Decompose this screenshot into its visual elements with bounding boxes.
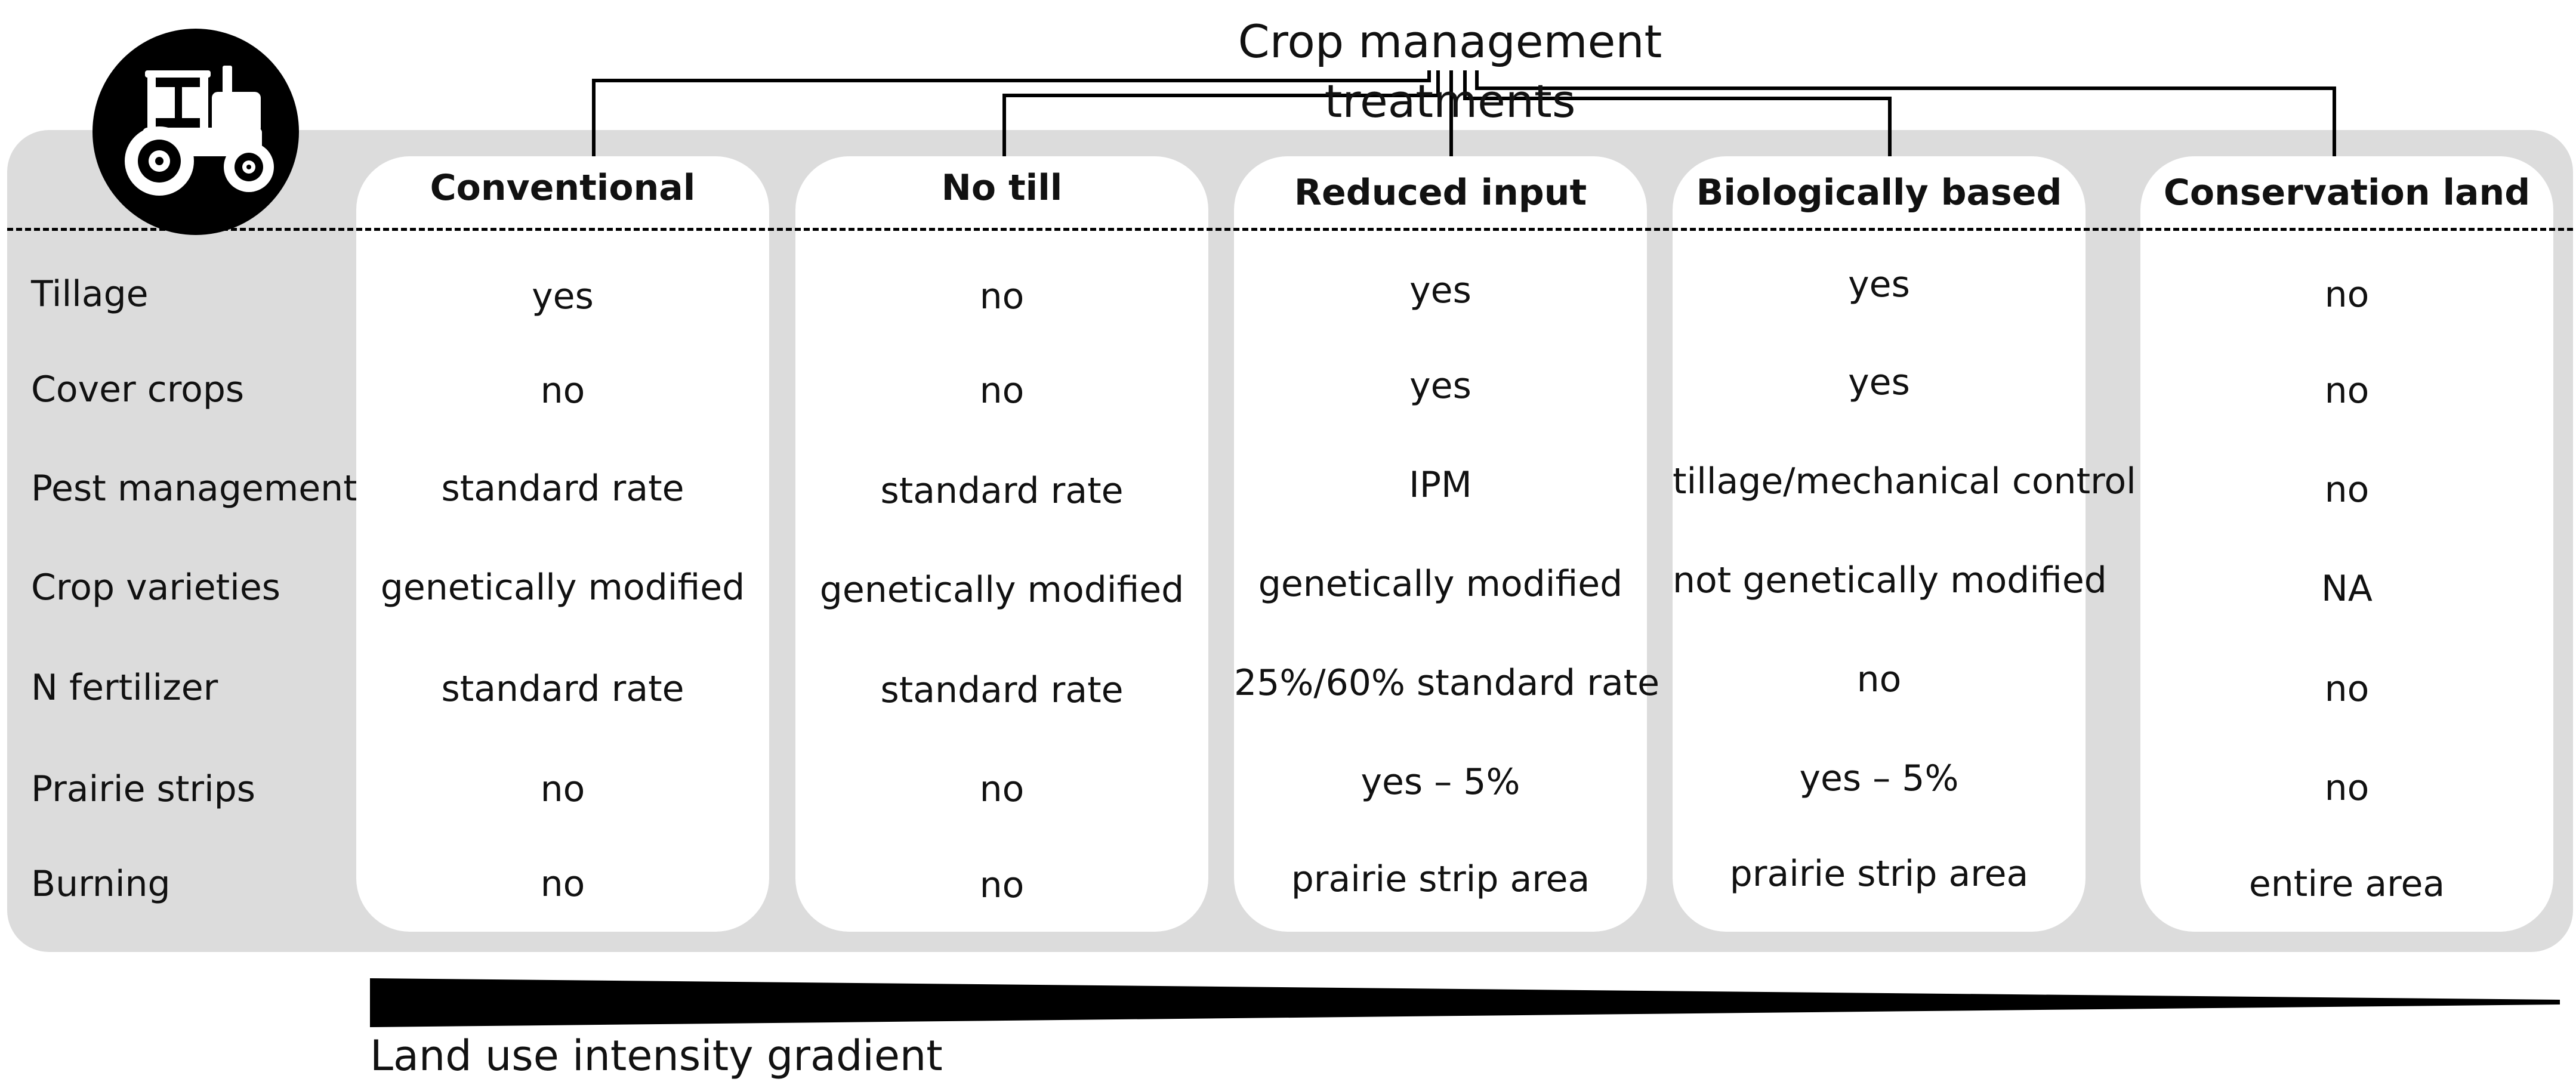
cell-pest-management: standard rate — [880, 470, 1124, 512]
column-conservation-land: Conservation land no no no NA no no enti… — [2140, 156, 2553, 932]
cell-crop-varieties: genetically modified — [1258, 563, 1623, 605]
cell-n-fertilizer: standard rate — [880, 669, 1124, 711]
column-title: Conservation land — [2163, 172, 2531, 214]
row-label-pest-management: Pest management — [31, 468, 357, 509]
column-title: Conventional — [430, 167, 696, 209]
cell-n-fertilizer: no — [2324, 668, 2370, 710]
cell-pest-management: no — [2324, 469, 2370, 511]
connector-conservation-land — [1475, 70, 2336, 156]
column-title: Reduced input — [1294, 172, 1587, 214]
cell-crop-varieties: genetically modified — [819, 569, 1184, 611]
cell-burning: no — [540, 863, 585, 905]
cell-n-fertilizer: 25%/60% standard rate — [1234, 662, 1660, 704]
tractor-badge — [92, 29, 299, 235]
cell-crop-varieties: genetically modified — [380, 567, 745, 608]
column-biologically-based: Biologically based yes yes tillage/mecha… — [1673, 156, 2136, 932]
cell-tillage: yes — [532, 276, 594, 317]
cell-tillage: no — [2324, 274, 2370, 316]
row-label-cover-crops: Cover crops — [31, 369, 245, 410]
connector-conventional — [592, 70, 1431, 156]
cell-cover-crops: no — [540, 370, 585, 412]
cell-prairie-strips: no — [979, 768, 1025, 810]
column-no-till: No till no no standard rate genetically … — [795, 156, 1208, 932]
row-label-prairie-strips: Prairie strips — [31, 768, 256, 810]
cell-prairie-strips: yes – 5% — [1799, 758, 1959, 799]
connector-biologically-based — [1463, 70, 1892, 156]
cell-cover-crops: yes — [1409, 365, 1471, 407]
column-title: Biologically based — [1696, 172, 2062, 214]
gradient-label: Land use intensity gradient — [370, 1031, 943, 1080]
cell-prairie-strips: yes – 5% — [1361, 761, 1520, 803]
connector-no-till — [1002, 70, 1440, 156]
column-title: No till — [941, 167, 1063, 209]
cell-burning: entire area — [2248, 863, 2445, 905]
cell-tillage: no — [979, 276, 1025, 317]
header-divider — [7, 228, 2573, 231]
cell-burning: no — [979, 864, 1025, 906]
cell-pest-management: tillage/mechanical control — [1673, 460, 2136, 502]
cell-crop-varieties: not genetically modified — [1673, 560, 2107, 601]
cell-tillage: yes — [1848, 264, 1910, 305]
cell-crop-varieties: NA — [2321, 568, 2373, 610]
cell-cover-crops: no — [2324, 370, 2370, 412]
row-label-tillage: Tillage — [31, 273, 149, 315]
cell-cover-crops: yes — [1848, 361, 1910, 403]
cell-prairie-strips: no — [2324, 767, 2370, 809]
column-reduced-input: Reduced input yes yes IPM genetically mo… — [1234, 156, 1660, 932]
cell-cover-crops: no — [979, 370, 1025, 412]
cell-pest-management: standard rate — [441, 468, 684, 509]
row-label-burning: Burning — [31, 863, 171, 905]
cell-tillage: yes — [1409, 270, 1471, 311]
tractor-icon — [125, 66, 274, 196]
cell-pest-management: IPM — [1409, 464, 1472, 506]
cell-n-fertilizer: standard rate — [441, 668, 684, 710]
column-conventional: Conventional yes no standard rate geneti… — [356, 156, 769, 932]
row-label-n-fertilizer: N fertilizer — [31, 667, 218, 709]
row-label-crop-varieties: Crop varieties — [31, 567, 281, 608]
cell-prairie-strips: no — [540, 768, 585, 810]
cell-burning: prairie strip area — [1291, 858, 1590, 900]
cell-n-fertilizer: no — [1856, 659, 1902, 700]
cell-burning: prairie strip area — [1729, 853, 2029, 895]
diagram-heading: Crop management treatments — [1238, 15, 1662, 128]
